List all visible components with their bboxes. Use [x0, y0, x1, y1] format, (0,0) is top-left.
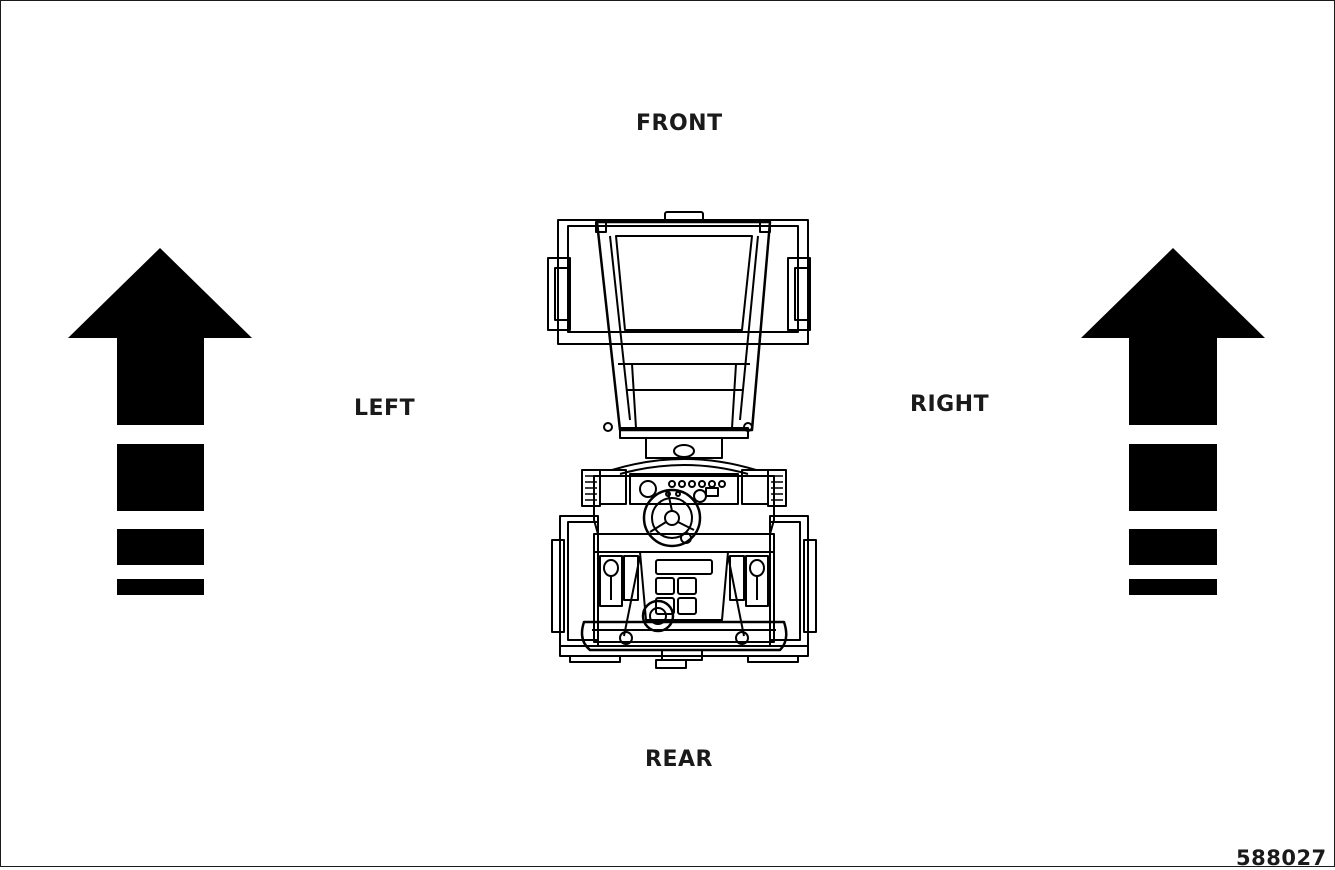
left-up-arrow-icon — [68, 248, 252, 595]
machine-top-view-icon — [547, 211, 817, 669]
rear-label: REAR — [645, 747, 713, 772]
right-label: RIGHT — [910, 392, 990, 417]
left-label: LEFT — [354, 396, 416, 421]
figure-id: 588027 — [1236, 846, 1327, 870]
right-up-arrow-icon — [1081, 248, 1265, 595]
front-label: FRONT — [636, 111, 723, 136]
